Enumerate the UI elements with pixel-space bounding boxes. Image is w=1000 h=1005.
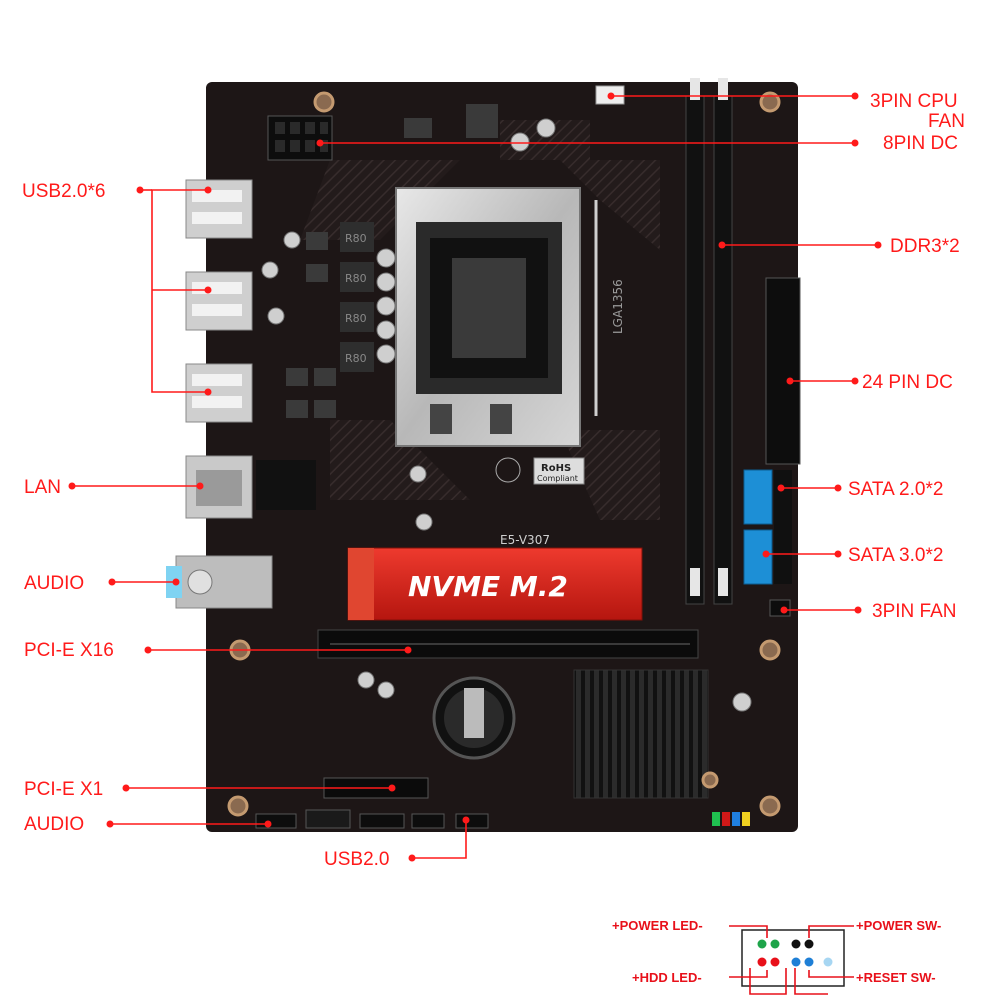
label-usb2-front: USB2.0 [324, 849, 390, 870]
choke-label: R80 [345, 352, 367, 365]
label-3pin-cpu-fan-line2: FAN [928, 111, 965, 132]
label-pcie-x1: PCI-E X1 [24, 779, 104, 800]
pin-label-power-sw: +POWER SW- [856, 918, 942, 933]
front-panel-pin-diagram [729, 925, 854, 995]
label-audio-rear: AUDIO [24, 573, 85, 594]
chipset-heatsink [573, 669, 709, 799]
24pin-dc-connector [765, 277, 801, 465]
capacitors [261, 118, 752, 712]
socket-label: LGA1356 [611, 279, 625, 334]
label-3pin-fan: 3PIN FAN [872, 601, 957, 622]
board-model: E5-V307 [500, 533, 550, 547]
sys-fan-header [769, 599, 791, 617]
pin-label-power-led: +POWER LED- [612, 918, 703, 933]
label-24pin-dc: 24 PIN DC [862, 372, 953, 393]
rear-usb-ports [185, 179, 253, 423]
choke-label: R80 [345, 272, 367, 285]
nvme-label: NVME M.2 [408, 570, 568, 603]
nvme-m2-card: NVME M.2 [347, 547, 643, 621]
choke-label: R80 [345, 312, 367, 325]
lan-port [185, 455, 316, 519]
label-lan: LAN [24, 477, 61, 498]
pin-label-reset-sw: +RESET SW- [856, 970, 936, 985]
label-audio-front: AUDIO [24, 814, 85, 835]
cpu-socket [395, 187, 598, 447]
front-panel-header-colors [712, 812, 750, 826]
pin-label-hdd-led: +HDD LED- [632, 970, 702, 985]
8pin-dc-connector [267, 115, 333, 161]
label-pcie-x16: PCI-E X16 [24, 640, 114, 661]
rohs-text: RoHS [541, 463, 571, 474]
screw-holes [227, 91, 781, 817]
cmos-battery [432, 676, 516, 760]
mosfets [286, 104, 498, 418]
label-sata2-x2: SATA 2.0*2 [848, 479, 944, 500]
label-usb2-x6: USB2.0*6 [22, 181, 106, 202]
label-3pin-cpu-fan: 3PIN CPU [870, 91, 958, 112]
callout-dots [68, 92, 882, 862]
rohs-badge: RoHS Compliant [495, 457, 585, 485]
label-ddr3-x2: DDR3*2 [890, 236, 960, 257]
rohs-compliant-text: Compliant [537, 474, 578, 483]
callout-lines [72, 95, 878, 859]
audio-jacks [166, 555, 273, 609]
vrm-chokes: R80 R80 R80 R80 [340, 222, 374, 372]
choke-label: R80 [345, 232, 367, 245]
label-8pin-dc: 8PIN DC [883, 133, 958, 154]
label-sata3-x2: SATA 3.0*2 [848, 545, 944, 566]
pcb-hatch-decoration [300, 120, 660, 520]
